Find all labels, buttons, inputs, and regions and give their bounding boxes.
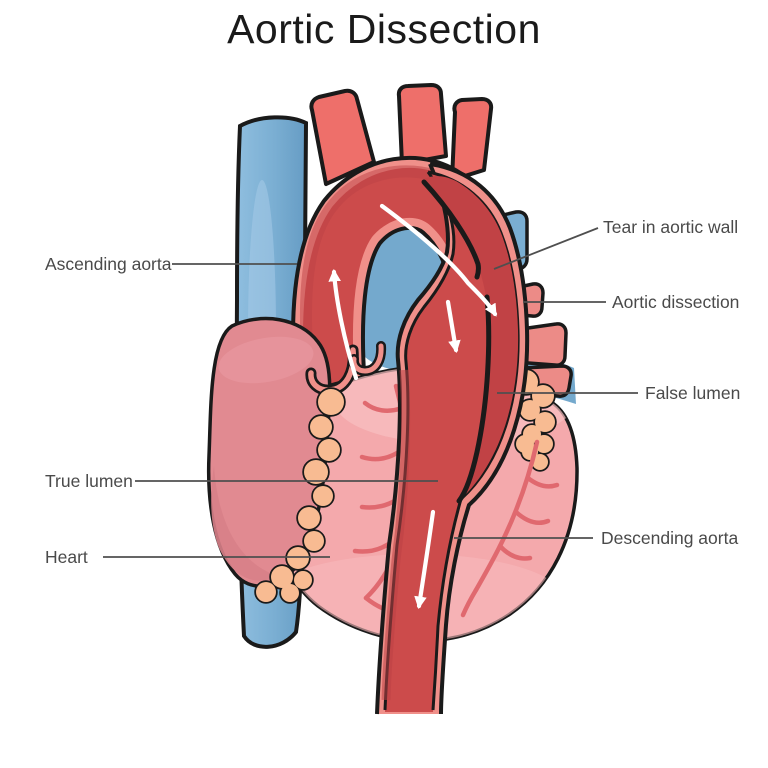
left-carotid-artery	[396, 83, 448, 166]
label-aortic-dissection: Aortic dissection	[612, 292, 740, 312]
leader-tear	[493, 227, 599, 270]
atrium-highlight	[218, 336, 314, 384]
label-false-lumen: False lumen	[645, 383, 741, 403]
intimal-flap-lower	[456, 294, 492, 504]
label-heart: Heart	[45, 547, 88, 567]
flow-arrow-descending	[414, 509, 436, 610]
brachiocephalic-artery	[309, 88, 376, 186]
label-descending-aorta: Descending aorta	[601, 528, 739, 548]
diagram-title: Aortic Dissection	[227, 6, 541, 52]
left-subclavian-artery	[450, 97, 494, 182]
flow-arrow-true-lumen-upper	[445, 299, 461, 354]
true-lumen-shadow	[381, 369, 411, 701]
arch-branch-arteries	[309, 83, 494, 186]
atrium-shadow	[211, 466, 278, 581]
flow-arrow-ascending	[328, 268, 359, 381]
leader-lines	[103, 227, 638, 558]
false-lumen	[421, 176, 519, 502]
aorta-outer-edge-left	[375, 163, 450, 715]
label-ascending-aorta: Ascending aorta	[45, 254, 172, 274]
flow-arrow-through-tear	[379, 203, 498, 317]
flow-arrows	[328, 203, 498, 610]
intimal-flap-upper	[421, 179, 481, 280]
aorta-outer-edge-right	[429, 162, 530, 715]
label-true-lumen: True lumen	[45, 471, 133, 491]
label-tear-in-aortic-wall: Tear in aortic wall	[603, 217, 739, 237]
